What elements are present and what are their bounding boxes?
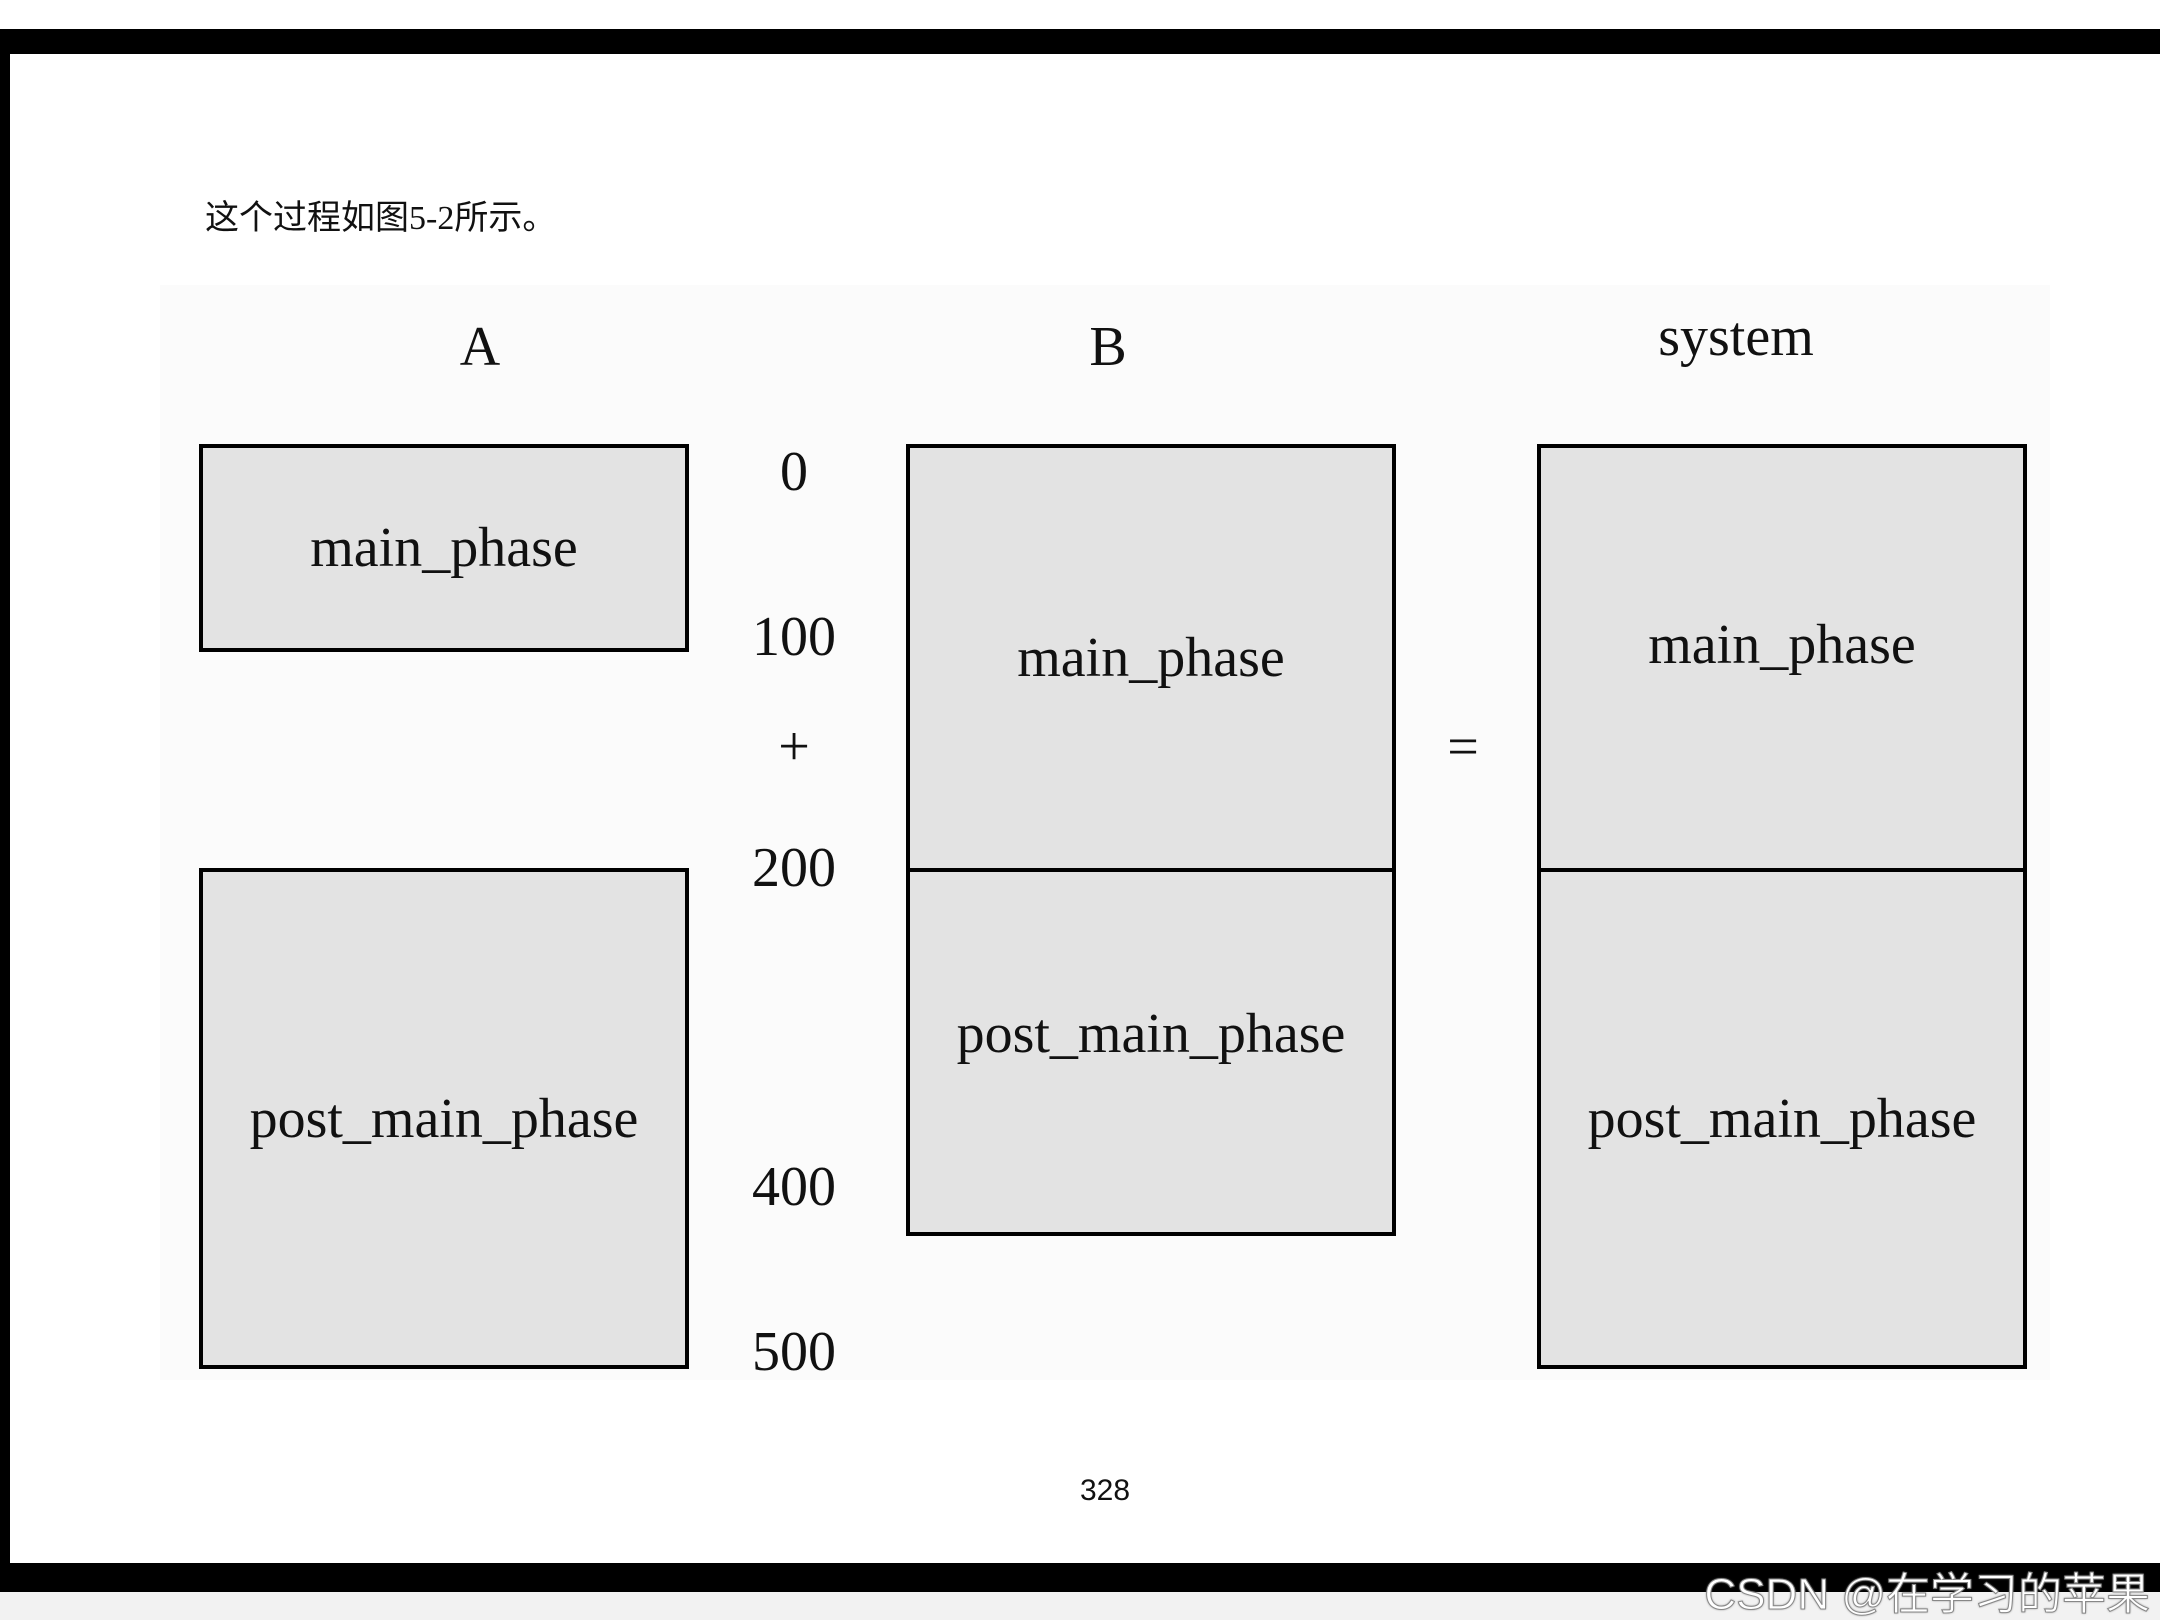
system-main-phase-label: main_phase: [1648, 614, 1916, 676]
a-main-phase-box: main_phase: [199, 444, 689, 652]
tick-200: 200: [752, 837, 836, 899]
b-post-main-phase-box: post_main_phase: [906, 868, 1396, 1236]
system-post-main-phase-label: post_main_phase: [1587, 1087, 1977, 1150]
tick-500: 500: [752, 1321, 836, 1383]
next-page-strip: [0, 1592, 2160, 1620]
system-main-phase-box: main_phase: [1537, 444, 2027, 872]
bottom-black-bar: [0, 1563, 2160, 1592]
a-post-main-phase-label: post_main_phase: [249, 1087, 639, 1150]
b-main-phase-box: main_phase: [906, 444, 1396, 872]
top-black-bar: [0, 29, 2160, 54]
column-b-title: B: [1089, 316, 1127, 378]
column-a-title: A: [459, 316, 501, 378]
figure-caption: 这个过程如图5-2所示。: [205, 200, 557, 237]
left-black-edge: [0, 29, 10, 1592]
system-post-main-phase-box: post_main_phase: [1537, 868, 2027, 1369]
csdn-watermark: CSDN @在学习的苹果: [1704, 1570, 2151, 1620]
tick-400: 400: [752, 1156, 836, 1218]
page-number: 328: [1079, 1474, 1131, 1507]
b-main-phase-label: main_phase: [1017, 627, 1285, 689]
b-post-main-phase-label: post_main_phase: [956, 1003, 1346, 1065]
a-main-phase-label: main_phase: [310, 517, 578, 579]
a-post-main-phase-box: post_main_phase: [199, 868, 689, 1369]
tick-0: 0: [780, 441, 808, 503]
equals-sign: =: [1447, 716, 1479, 778]
column-system-title: system: [1658, 306, 1814, 368]
plus-sign: +: [778, 716, 810, 778]
tick-100: 100: [752, 606, 836, 668]
